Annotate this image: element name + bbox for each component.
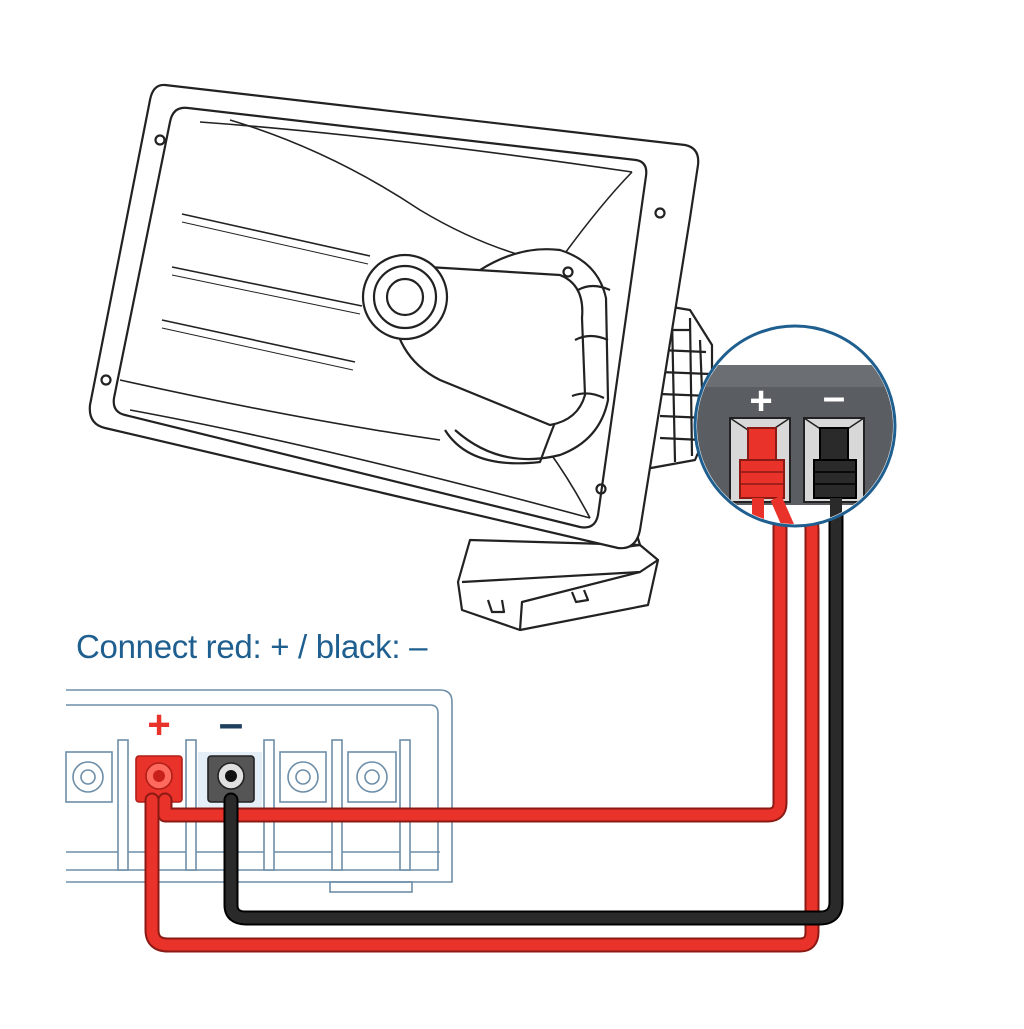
mounting-bracket — [456, 503, 660, 632]
horn-mouth — [119, 119, 633, 519]
terminal-screw-4 — [279, 751, 327, 803]
terminal-screw-negative — [207, 755, 255, 803]
zoom-ring — [693, 324, 897, 528]
wiring-caption: Connect red: + / black: – — [76, 628, 428, 665]
terminal-block-negative-label: – — [219, 699, 243, 748]
black-wire — [223, 482, 844, 926]
terminal-screw-5 — [347, 751, 397, 803]
speaker-positive-label: + — [749, 379, 772, 423]
speaker-socket-negative — [803, 417, 865, 503]
terminal-block — [65, 689, 453, 893]
horn-speaker — [88, 83, 714, 632]
speaker-socket-positive — [729, 417, 791, 503]
horn-throat — [361, 248, 611, 465]
terminal-screw-1 — [65, 751, 113, 803]
terminal-separators — [117, 739, 411, 871]
terminal-block-positive-label: + — [147, 703, 170, 747]
speaker-negative-label: – — [823, 375, 845, 419]
terminal-screw-positive — [135, 755, 183, 803]
speaker-terminal-zoom: + – — [693, 324, 897, 528]
